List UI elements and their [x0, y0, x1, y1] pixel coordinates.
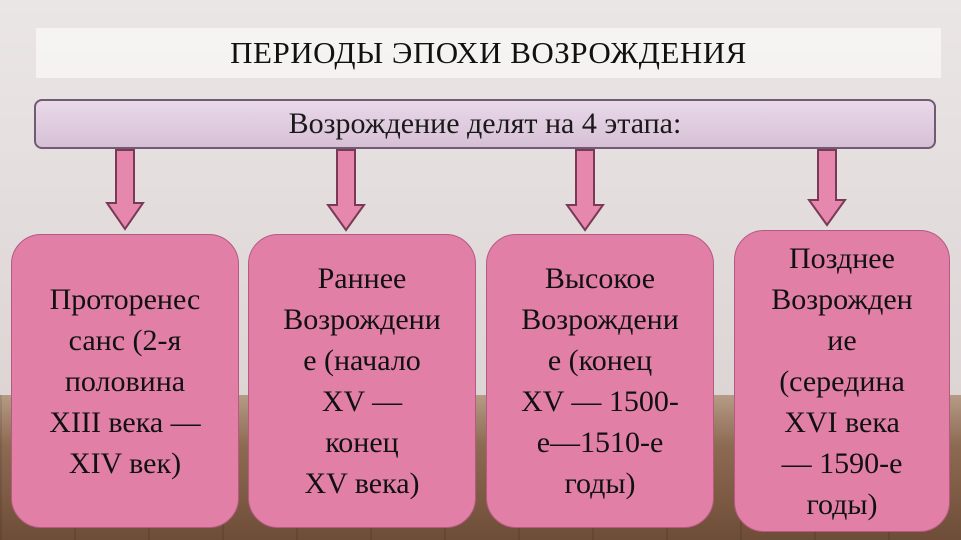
title-band: [36, 28, 941, 78]
period-box-early-renaissance: Раннее Возрождени е (начало XV — конец X…: [248, 234, 476, 528]
period-box-high-renaissance: Высокое Возрождени е (конец XV — 1500- е…: [486, 234, 714, 528]
slide-title: ПЕРИОДЫ ЭПОХИ ВОЗРОЖДЕНИЯ: [230, 35, 747, 70]
arrow-down-2: [326, 149, 366, 232]
period-box-late-renaissance: Позднее Возрожден ие (середина XVI века …: [734, 230, 950, 532]
subtitle-bar: Возрождение делят на 4 этапа:: [34, 99, 936, 149]
arrow-down-3: [565, 149, 605, 232]
period-box-proto-renaissance: Проторенес санс (2-я половина XIII века …: [11, 234, 239, 528]
arrow-down-4: [807, 149, 847, 227]
arrow-down-1: [105, 149, 145, 231]
